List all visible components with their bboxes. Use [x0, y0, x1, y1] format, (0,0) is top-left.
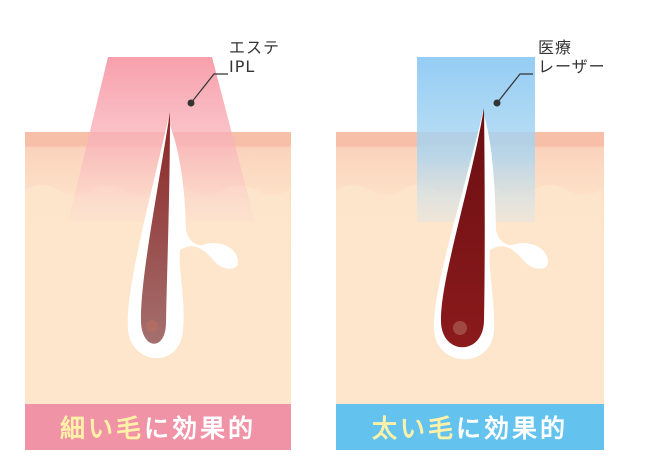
thin-hair-highlight: 細い毛 — [59, 414, 144, 443]
ipl-label-line1: エステ — [229, 38, 281, 57]
ipl-label-line2: IPL — [229, 57, 256, 76]
laser-label: 医療 レーザー — [538, 38, 606, 76]
ipl-label: エステ IPL — [229, 38, 280, 76]
thick-hair-highlight: 太い毛 — [371, 414, 456, 443]
right-pointer — [493, 73, 533, 107]
ipl-light-beam — [68, 57, 255, 222]
thick-hair-banner: 太い毛に効果的 — [336, 404, 604, 450]
left-pointer — [187, 73, 228, 107]
thin-hair-effective: に効果的 — [144, 414, 257, 443]
left-hair-follicle — [127, 112, 238, 359]
laser-label-line1: 医療 — [538, 38, 573, 57]
right-hair-follicle — [433, 108, 548, 360]
thick-hair-effective: に効果的 — [456, 414, 569, 443]
thin-hair-banner: 細い毛に効果的 — [25, 404, 291, 450]
laser-label-line2: レーザー — [538, 57, 606, 76]
